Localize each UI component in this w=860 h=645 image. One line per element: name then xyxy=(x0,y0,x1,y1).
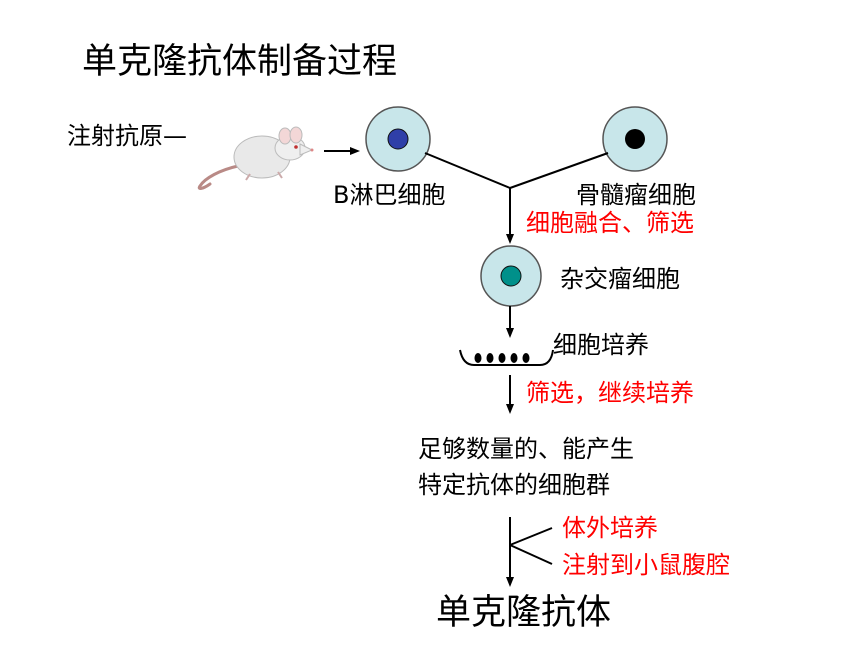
b-lymphocyte-label: B淋巴细胞 xyxy=(333,181,446,209)
page-title: 单克隆抗体制备过程 xyxy=(82,42,398,82)
inject-antigen-label: 注射抗原— xyxy=(67,122,187,150)
cell-group-line-2: 特定抗体的细胞群 xyxy=(418,471,610,499)
culture-dish-icon xyxy=(459,349,554,366)
fusion-arrowhead xyxy=(506,234,514,244)
mouse-to-bcell-arrowhead xyxy=(350,147,360,155)
hybridoma-cell xyxy=(480,245,542,307)
mouse-icon xyxy=(197,126,314,190)
monoclonal-antibody-label: 单克隆抗体 xyxy=(436,593,612,633)
culture-label: 细胞培养 xyxy=(553,331,649,359)
branch-in-vitro xyxy=(509,527,553,546)
b-cell-nucleus xyxy=(387,128,409,150)
fusion-step-label: 细胞融合、筛选 xyxy=(526,209,694,237)
screen-step-label: 筛选，继续培养 xyxy=(526,379,694,407)
branch-in-vivo xyxy=(509,544,553,565)
myeloma-label: 骨髓瘤细胞 xyxy=(576,181,696,209)
myeloma-nucleus xyxy=(625,129,645,149)
hybridoma-to-culture-arrowhead xyxy=(506,328,514,338)
culture-to-group-arrowhead xyxy=(506,404,514,414)
in-vivo-injection-label: 注射到小鼠腹腔 xyxy=(562,551,730,579)
myeloma-cell xyxy=(602,106,668,172)
fusion-line-left xyxy=(424,152,511,189)
hybridoma-nucleus xyxy=(500,265,522,287)
group-to-antibody-arrowhead xyxy=(506,577,514,587)
hybridoma-label: 杂交瘤细胞 xyxy=(560,265,680,293)
fusion-line-right xyxy=(509,152,609,189)
b-lymphocyte-cell xyxy=(365,106,431,172)
in-vitro-culture-label: 体外培养 xyxy=(562,514,658,542)
cell-group-line-1: 足够数量的、能产生 xyxy=(418,435,634,463)
